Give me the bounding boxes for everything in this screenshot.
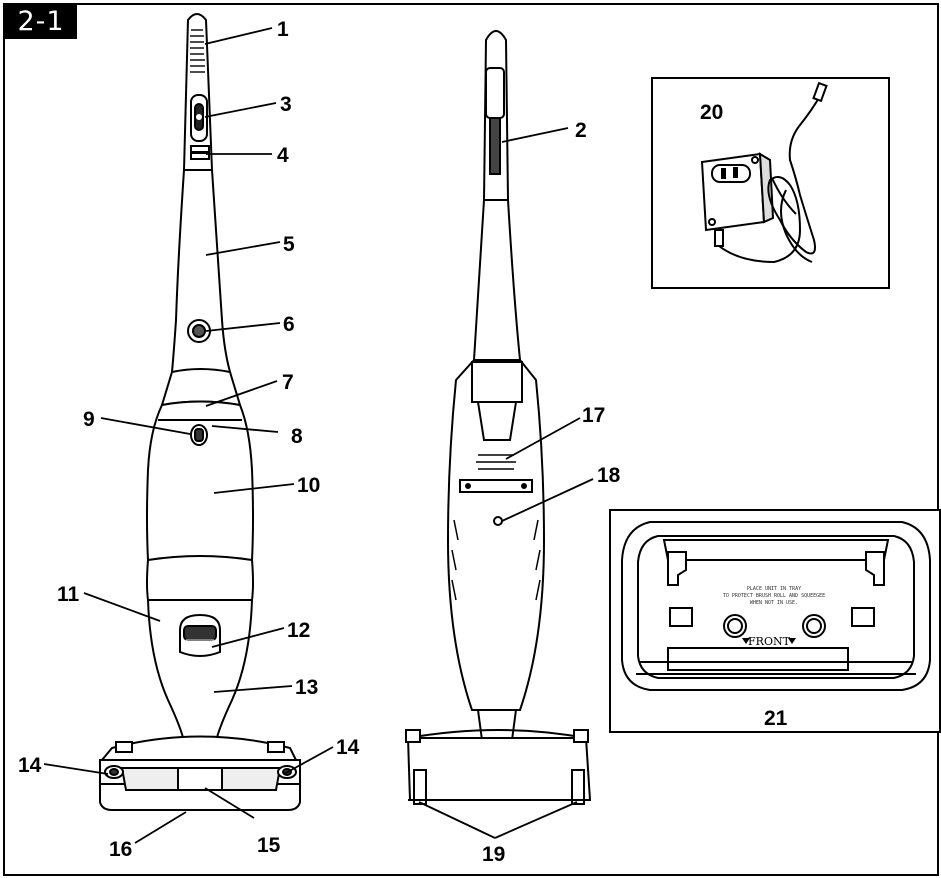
tray-instruction-line-2: TO PROTECT BRUSH ROLL AND SQUEEGEE (723, 593, 825, 599)
callout-6: 6 (283, 313, 295, 336)
callout-10: 10 (297, 474, 320, 497)
charging-tray-inset: PLACE UNIT IN TRAY TO PROTECT BRUSH ROLL… (609, 509, 941, 733)
tray-instruction-line-3: WHEN NOT IN USE. (750, 600, 798, 606)
callout-9: 9 (83, 408, 95, 431)
front-arrow-left-icon (742, 638, 750, 644)
callout-5: 5 (283, 233, 295, 256)
callout-11: 11 (57, 583, 80, 606)
tray-instruction-line-1: PLACE UNIT IN TRAY (747, 586, 801, 592)
callout-21: 21 (764, 707, 788, 730)
callout-20: 20 (700, 101, 723, 124)
callout-16: 16 (109, 838, 132, 861)
callout-17: 17 (582, 404, 605, 427)
front-view-vacuum (99, 13, 301, 811)
callout-3: 3 (280, 93, 292, 116)
callout-13: 13 (295, 676, 318, 699)
figure-frame: 2-1 (3, 3, 939, 876)
callout-1: 1 (277, 18, 289, 41)
callout-4: 4 (277, 144, 289, 167)
callout-14-left: 14 (18, 754, 42, 777)
figure-number-badge: 2-1 (5, 5, 77, 39)
callout-7: 7 (282, 371, 294, 394)
leader-lines (43, 27, 594, 844)
callout-15: 15 (257, 834, 281, 857)
tray-front-label: FRONT (748, 635, 791, 648)
callout-12: 12 (287, 619, 310, 642)
callout-14-right: 14 (336, 736, 360, 759)
front-arrow-right-icon (788, 638, 796, 644)
charger-inset (651, 77, 890, 289)
rear-view-vacuum (405, 30, 592, 805)
callout-labels: 1 2 3 4 5 6 7 8 9 10 11 12 13 14 14 15 1… (18, 18, 788, 866)
callout-8: 8 (291, 425, 303, 448)
callout-19: 19 (482, 843, 505, 866)
callout-2: 2 (575, 119, 587, 142)
callout-18: 18 (597, 464, 621, 487)
